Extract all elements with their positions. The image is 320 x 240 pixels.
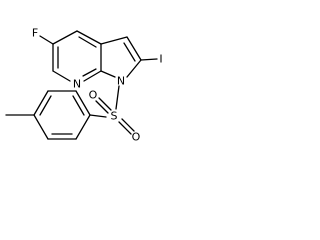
bond-n1-s xyxy=(115,85,120,110)
bond-s-aryl xyxy=(89,114,107,118)
bond-ar-c1-c2 xyxy=(75,90,91,116)
atom-label-nitrogen-ring: N xyxy=(73,78,81,91)
bond-c2-n1 xyxy=(126,59,142,78)
bond-ar-c6-c1 xyxy=(75,114,91,140)
bond-ar-double-1 xyxy=(72,95,85,116)
bond-ar-c3-c4 xyxy=(33,90,49,116)
tolyl-ring xyxy=(33,90,91,140)
pyrrole-ring xyxy=(100,36,142,78)
bond-s-o-upper-b xyxy=(98,97,112,111)
molecule-structure-diagram: F N I N S O O xyxy=(5,27,163,144)
bond-n7-c6 xyxy=(52,70,71,82)
bond-ar-c4-c5 xyxy=(33,114,49,140)
bond-ar-double-2 xyxy=(39,95,52,116)
bond-c4-c3a-double xyxy=(78,36,97,48)
bond-s-o-upper-a xyxy=(95,100,109,114)
bond-s-o-lower-a xyxy=(118,121,132,135)
pyridine-ring xyxy=(52,30,102,82)
bond-s-o-lower-b xyxy=(121,118,135,132)
bond-c7a-n7-double xyxy=(82,68,97,77)
atom-label-iodine: I xyxy=(159,53,162,66)
atom-label-fluorine: F xyxy=(32,27,38,40)
bond-c4-c3a xyxy=(76,30,102,45)
bond-c5-c4 xyxy=(52,30,78,45)
bond-c3-c2 xyxy=(126,36,142,61)
atom-label-nitrogen-pyrrole: N xyxy=(117,75,125,88)
bond-c3-c2-double xyxy=(123,42,136,62)
atom-label-oxygen-upper: O xyxy=(89,89,98,102)
bond-c2-i xyxy=(140,58,158,61)
bond-c5-f xyxy=(39,35,54,45)
bond-c3a-c3 xyxy=(100,36,128,45)
atom-label-oxygen-lower: O xyxy=(132,131,141,144)
atom-label-sulfur: S xyxy=(111,110,118,123)
bond-c7a-n7 xyxy=(83,70,102,82)
bond-n1-c7a xyxy=(100,70,116,78)
